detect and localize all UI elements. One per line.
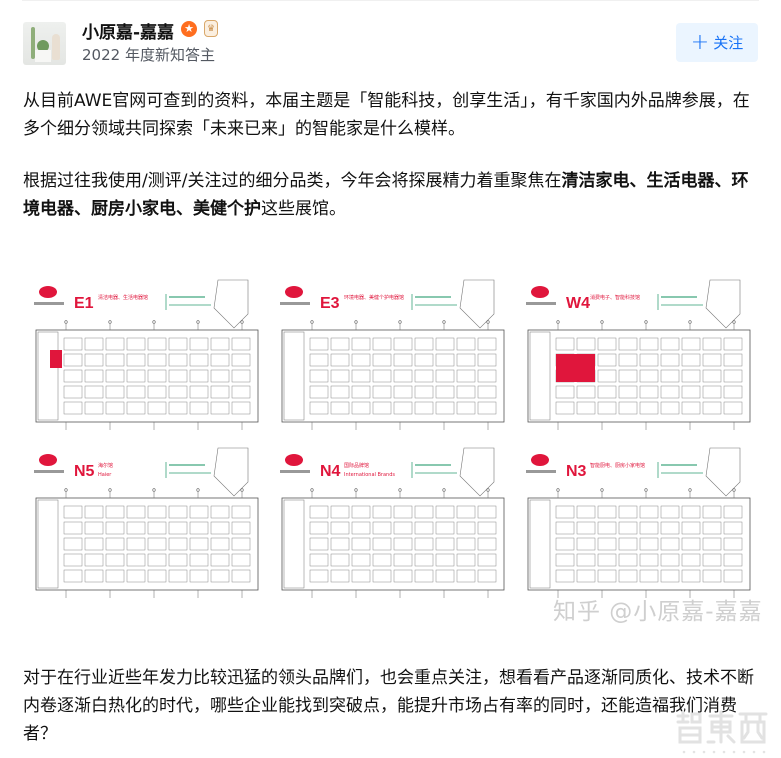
hall-code: N3 xyxy=(566,463,587,480)
paragraph: 从目前AWE官网可查到的资料，本届主题是「智能科技，创享生活」，有千家国内外品牌… xyxy=(23,91,750,139)
hall-code: E1 xyxy=(74,295,94,312)
watermark: 知乎 @小原嘉-嘉嘉 xyxy=(553,599,763,625)
hall-title: 海尔馆 xyxy=(98,462,113,469)
paragraph-bold: 清洁家电、生活电器、环境电器、厨房小家电、美健个护 xyxy=(23,171,749,219)
follow-label: 关注 xyxy=(713,34,744,52)
paragraph: 根据过往我使用/测评/关注过的细分品类，今年会将探展精力着重聚焦在清洁家电、生活… xyxy=(23,167,765,223)
floor-plan-e1: E1 清洁电器、生活电器馆 xyxy=(26,278,266,438)
hall-code: W4 xyxy=(566,295,590,312)
paragraph-text: 这些展馆。 xyxy=(261,199,346,219)
hall-title: 环境电器、美健个护电器馆 xyxy=(344,294,404,301)
author-name[interactable]: 小原嘉-嘉嘉 xyxy=(82,23,175,43)
hall-subtitle: Haier xyxy=(98,472,112,478)
divider xyxy=(22,0,759,1)
plus-icon: + xyxy=(690,29,710,55)
follow-button[interactable]: + 关注 xyxy=(676,23,758,62)
paragraph: 对于在行业近些年发力比较迅猛的领头品牌们，也会重点关注，想看看产品逐渐同质化、技… xyxy=(23,668,754,744)
author-subtitle: 2022 年度新知答主 xyxy=(82,46,215,64)
hall-code: N5 xyxy=(74,463,95,480)
hall-code: N4 xyxy=(320,463,341,480)
hall-subtitle: International Brands xyxy=(344,472,395,478)
star-badge-icon[interactable]: ★ xyxy=(181,21,197,37)
hall-title: 消费电子、智能科技馆 xyxy=(590,294,640,301)
floor-plan-e3: E3 环境电器、美健个护电器馆 xyxy=(272,278,512,438)
crown-badge-icon[interactable]: ♛ xyxy=(204,20,218,37)
hall-title: 智能厨电、厨房小家电馆 xyxy=(590,462,645,469)
hall-title: 国际品牌馆 xyxy=(344,462,369,469)
hall-code: E3 xyxy=(320,295,340,312)
paragraph-text: 根据过往我使用/测评/关注过的细分品类，今年会将探展精力着重聚焦在 xyxy=(23,171,562,191)
hall-title: 清洁电器、生活电器馆 xyxy=(98,294,148,301)
avatar[interactable] xyxy=(23,22,66,65)
